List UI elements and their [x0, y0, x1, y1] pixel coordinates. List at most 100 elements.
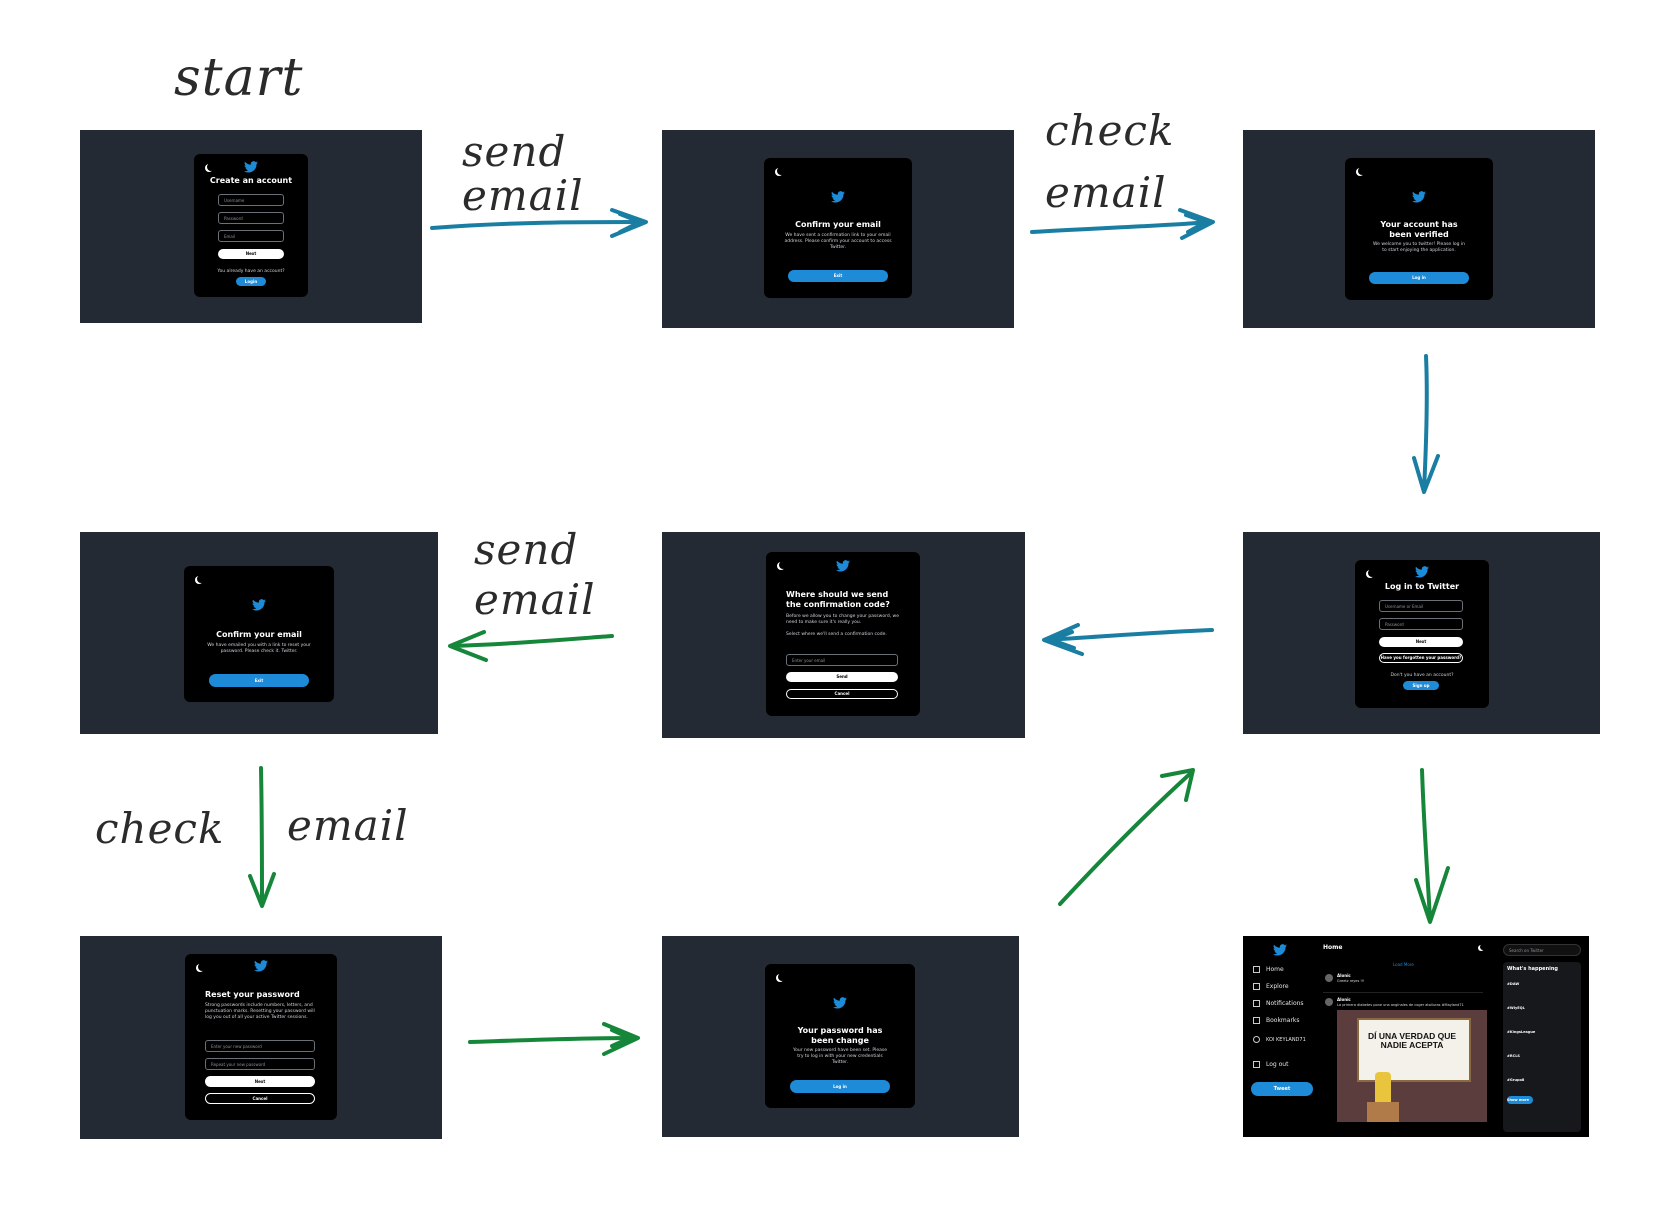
- tweet-item: Alonic La primera diabetes pone una angi…: [1323, 996, 1487, 1131]
- send-button[interactable]: Send: [786, 672, 898, 682]
- arrow-head-3: [1412, 454, 1440, 494]
- username-field[interactable]: Username: [218, 194, 284, 206]
- sidebar-item-bookmarks[interactable]: Bookmarks: [1253, 1017, 1300, 1024]
- create-account-title: Create an account: [209, 176, 293, 185]
- modal-create-account: Create an account Username Password Emai…: [194, 154, 308, 297]
- sidebar-item-label: Log out: [1266, 1061, 1289, 1068]
- sidebar-item-profile[interactable]: KOI KEYLAND71: [1253, 1036, 1313, 1043]
- login-button[interactable]: Login: [236, 277, 266, 286]
- forgot-password-button[interactable]: Have you forgotten your password?: [1379, 653, 1463, 663]
- search-input[interactable]: Search on Twitter: [1503, 944, 1581, 956]
- reset-password-text: Strong passwords include numbers, letter…: [205, 1003, 315, 1020]
- arrow-head-2b: [1184, 213, 1208, 234]
- login-title: Log in to Twitter: [1384, 582, 1460, 591]
- arrow-head-1b: [618, 212, 642, 234]
- arrow-head-9: [1414, 866, 1450, 924]
- moon-icon[interactable]: [198, 963, 206, 971]
- load-more-link[interactable]: Load More: [1393, 962, 1414, 967]
- next-button[interactable]: Next: [218, 249, 284, 259]
- new-password-field[interactable]: Enter your new password: [205, 1040, 315, 1052]
- confirm-email-text: We have emailed you with a link to reset…: [207, 643, 311, 654]
- arrow-head-7a: [602, 1022, 640, 1056]
- avatar: [1325, 998, 1333, 1006]
- sidebar-item-label: KOI KEYLAND71: [1266, 1037, 1306, 1043]
- tweet-author: Alonic: [1337, 973, 1351, 978]
- main-header: Home: [1323, 944, 1343, 951]
- signup-button[interactable]: Sign up: [1403, 681, 1439, 690]
- avatar: [1253, 1036, 1260, 1043]
- sidebar-item-label: Explore: [1266, 983, 1289, 990]
- moon-icon[interactable]: [1358, 167, 1366, 175]
- account-verified-title: Your account has been verified: [1380, 220, 1458, 239]
- moon-icon[interactable]: [197, 575, 205, 583]
- avatar: [1325, 974, 1333, 982]
- sidebar-item-explore[interactable]: Explore: [1253, 983, 1289, 990]
- login-button[interactable]: Log in: [1369, 272, 1469, 284]
- moon-icon[interactable]: [207, 163, 215, 171]
- screen-where-send-code: Where should we send the confirmation co…: [662, 532, 1025, 738]
- cancel-button[interactable]: Cancel: [786, 689, 898, 699]
- show-more-button[interactable]: Show more: [1507, 1096, 1533, 1104]
- screen-create-account: Create an account Username Password Emai…: [80, 130, 422, 323]
- arrow-head-5a: [448, 630, 488, 662]
- sidebar-item-home[interactable]: Home: [1253, 966, 1284, 973]
- moon-icon[interactable]: [1480, 944, 1486, 950]
- sidebar-item-label: Bookmarks: [1266, 1017, 1300, 1024]
- trend-item[interactable]: #KingsLeague: [1507, 1030, 1536, 1034]
- arrow-create-to-confirm: [430, 220, 646, 230]
- trend-item[interactable]: #Grupo8: [1507, 1078, 1525, 1082]
- cancel-button[interactable]: Cancel: [205, 1093, 315, 1104]
- trend-item[interactable]: #WiyEQL: [1507, 1006, 1525, 1010]
- bookmark-icon: [1253, 1017, 1260, 1024]
- where-send-code-text: Before we allow you to change your passw…: [786, 614, 900, 625]
- email-field[interactable]: Email: [218, 230, 284, 242]
- exit-button[interactable]: Exit: [209, 674, 309, 687]
- login-button[interactable]: Log in: [790, 1080, 890, 1093]
- tweet-text: Greetz reyes !!!: [1337, 979, 1365, 983]
- arrow-head-4a: [1042, 623, 1084, 656]
- repeat-password-field[interactable]: Repeat your new password: [205, 1058, 315, 1070]
- where-send-code-title: Where should we send the confirmation co…: [786, 590, 890, 609]
- password-changed-title: Your password has been change: [797, 1026, 883, 1045]
- twitter-bird-icon: [244, 161, 258, 173]
- arrow-confirm-to-verified: [1030, 220, 1214, 234]
- trends-panel: What's happening #DAW #WiyEQL #KingsLeag…: [1503, 962, 1581, 1132]
- password-field[interactable]: Password: [1379, 618, 1463, 630]
- username-email-field[interactable]: Username or Email: [1379, 600, 1463, 612]
- modal-confirm-email-signup: Confirm your email We have sent a confir…: [764, 158, 912, 298]
- trend-item[interactable]: #DAW: [1507, 982, 1520, 986]
- twitter-bird-icon: [254, 960, 268, 972]
- meme-podium: [1367, 1102, 1399, 1122]
- screen-password-changed: Your password has been change Your new p…: [662, 936, 1019, 1137]
- email-field[interactable]: Enter your email: [786, 654, 898, 666]
- arrow-head-6: [248, 872, 276, 908]
- twitter-bird-icon[interactable]: [1273, 944, 1287, 956]
- arrow-reset-to-changed: [468, 1036, 638, 1044]
- moon-icon[interactable]: [777, 167, 785, 175]
- sidebar-item-notifications[interactable]: Notifications: [1253, 1000, 1304, 1007]
- exit-button[interactable]: Exit: [788, 270, 888, 282]
- modal-password-changed: Your password has been change Your new p…: [765, 964, 915, 1108]
- screen-login: Log in to Twitter Username or Email Pass…: [1243, 532, 1600, 734]
- tweet-text: La primera diabetes pone una anginales d…: [1337, 1003, 1464, 1007]
- screen-confirm-email-reset: Confirm your email We have emailed you w…: [80, 532, 438, 734]
- meme-image[interactable]: DÍ UNA VERDAD QUE NADIE ACEPTA: [1337, 1010, 1487, 1122]
- home-icon: [1253, 966, 1260, 973]
- annotation-send-email-2: send email: [474, 525, 596, 624]
- sidebar-nav: Home Explore Notifications Bookmarks KOI…: [1253, 936, 1323, 1137]
- moon-icon[interactable]: [1368, 569, 1376, 577]
- bell-icon: [1253, 1000, 1260, 1007]
- password-field[interactable]: Password: [218, 212, 284, 224]
- moon-icon[interactable]: [779, 561, 787, 569]
- arrow-head-4b: [1050, 630, 1076, 650]
- trend-item[interactable]: #RCLS: [1507, 1054, 1520, 1058]
- sidebar-item-logout[interactable]: Log out: [1253, 1061, 1288, 1068]
- moon-icon[interactable]: [778, 973, 786, 981]
- tweet-button[interactable]: Tweet: [1251, 1082, 1313, 1096]
- screen-home: Home Explore Notifications Bookmarks KOI…: [1243, 936, 1589, 1137]
- next-button[interactable]: Next: [1379, 637, 1463, 647]
- meme-text: DÍ UNA VERDAD QUE NADIE ACEPTA: [1368, 1031, 1456, 1050]
- annotation-start: start: [174, 48, 304, 108]
- next-button[interactable]: Next: [205, 1076, 315, 1087]
- twitter-bird-icon: [1412, 191, 1426, 203]
